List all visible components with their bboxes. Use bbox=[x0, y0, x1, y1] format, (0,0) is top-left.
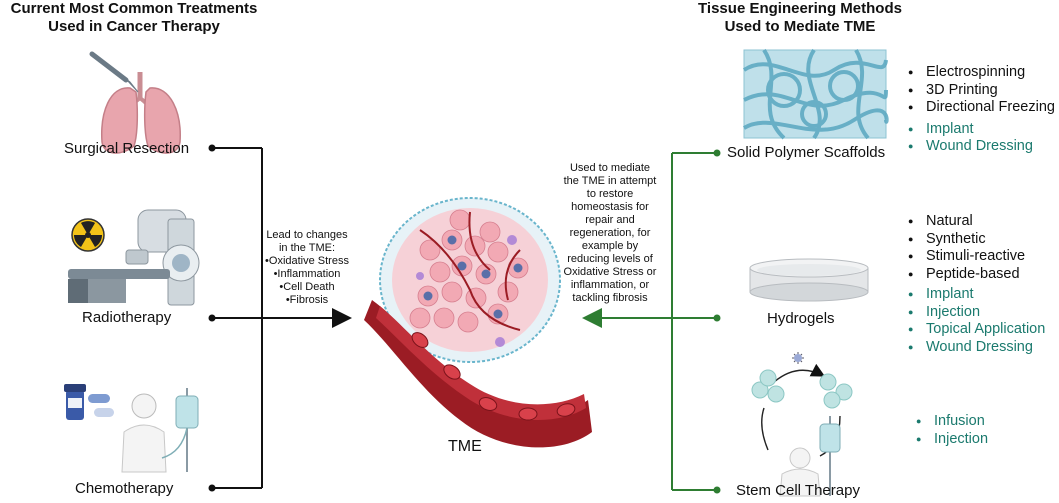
effect-item: •Fibrosis bbox=[285, 294, 329, 306]
right-bracket-dots bbox=[713, 149, 721, 494]
list-item: Natural bbox=[908, 213, 1045, 231]
list-item: 3D Printing bbox=[908, 82, 1055, 100]
mediate-note-line: regeneration, for bbox=[569, 227, 651, 239]
mediate-note-line: example by bbox=[581, 240, 639, 252]
left-bracket-dots bbox=[208, 144, 216, 492]
right-heading-line2: Used to Mediate TME bbox=[724, 18, 876, 35]
list-item: Injection bbox=[916, 431, 988, 449]
effect-item: •Oxidative Stress bbox=[265, 255, 349, 267]
effects-note-line1: Lead to changes bbox=[266, 229, 348, 241]
mediate-note-line: Oxidative Stress or bbox=[563, 266, 657, 278]
list-item: Synthetic bbox=[908, 231, 1045, 249]
list-item: Wound Dressing bbox=[908, 138, 1055, 156]
list-item: Peptide-based bbox=[908, 266, 1045, 284]
tme-effects-note: Lead to changes in the TME: •Oxidative S… bbox=[262, 229, 352, 307]
left-bracket-connector bbox=[212, 147, 352, 489]
mediate-note-line: tackling fibrosis bbox=[572, 292, 648, 304]
treatment-label-radiotherapy: Radiotherapy bbox=[82, 309, 172, 326]
tme-mediate-note: Used to mediate the TME in attempt to re… bbox=[556, 162, 664, 305]
left-column-heading: Current Most Common Treatments Used in C… bbox=[0, 0, 268, 36]
list-item: Injection bbox=[908, 304, 1045, 322]
list-item: Electrospinning bbox=[908, 64, 1055, 82]
left-heading-line2: Used in Cancer Therapy bbox=[48, 18, 220, 35]
left-heading-line1: Current Most Common Treatments bbox=[10, 0, 258, 17]
mediate-note-line: Used to mediate bbox=[569, 162, 651, 174]
stem-cell-list: Infusion Injection bbox=[916, 413, 988, 448]
effect-item: •Inflammation bbox=[273, 268, 341, 280]
tme-label: TME bbox=[448, 438, 482, 455]
mediate-note-line: repair and bbox=[585, 214, 635, 226]
mediate-note-line: homeostasis for bbox=[571, 201, 649, 213]
hydrogel-list: Natural Synthetic Stimuli-reactive Pepti… bbox=[908, 213, 1045, 356]
right-bracket-connector bbox=[582, 152, 717, 491]
mediate-note-line: reducing levels of bbox=[567, 253, 653, 265]
scaffold-list: Electrospinning 3D Printing Directional … bbox=[908, 64, 1055, 156]
list-item: Implant bbox=[908, 121, 1055, 139]
list-item: Wound Dressing bbox=[908, 339, 1045, 357]
effect-item: •Cell Death bbox=[279, 281, 335, 293]
list-item: Directional Freezing bbox=[908, 99, 1055, 117]
mediate-note-line: to restore bbox=[586, 188, 634, 200]
method-label-scaffolds: Solid Polymer Scaffolds bbox=[727, 144, 886, 161]
method-label-hydrogels: Hydrogels bbox=[767, 310, 835, 327]
right-column-heading: Tissue Engineering Methods Used to Media… bbox=[680, 0, 920, 36]
effects-note-line2: in the TME: bbox=[278, 242, 336, 254]
list-item: Implant bbox=[908, 286, 1045, 304]
list-item: Infusion bbox=[916, 413, 988, 431]
list-item: Topical Application bbox=[908, 321, 1045, 339]
right-heading-line1: Tissue Engineering Methods bbox=[698, 0, 902, 17]
treatment-label-chemotherapy: Chemotherapy bbox=[75, 480, 174, 497]
method-label-stem-cell: Stem Cell Therapy bbox=[736, 482, 860, 499]
list-item: Stimuli-reactive bbox=[908, 248, 1045, 266]
mediate-note-line: the TME in attempt bbox=[563, 175, 657, 187]
treatment-label-surgical: Surgical Resection bbox=[64, 140, 190, 157]
mediate-note-line: inflammation, or bbox=[570, 279, 650, 291]
